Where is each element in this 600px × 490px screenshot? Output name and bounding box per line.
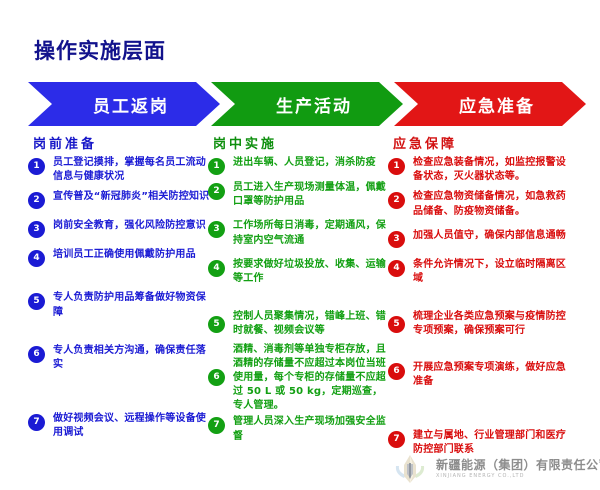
- item-text: 专人负责防护用品筹备做好物资保障: [53, 292, 206, 318]
- company-name-cn: 新疆能源（集团）有限责任公司: [436, 457, 600, 472]
- company-name-en: XINJIANG ENERGY CO.,LTD: [436, 472, 525, 479]
- item-number-badge: 5: [208, 315, 225, 333]
- item-number-badge: 7: [208, 417, 225, 435]
- company-logo-icon: [392, 452, 428, 486]
- process-banner: 员工返岗 生产活动 应急准备: [28, 82, 574, 126]
- list-item[interactable]: 7 管理人员深入生产现场加强安全监督: [208, 415, 390, 443]
- item-number-badge: 1: [28, 158, 45, 175]
- process-step-1-label: 员工返岗: [93, 96, 169, 117]
- item-text: 条件允许情况下，设立临时隔离区域: [413, 258, 566, 284]
- item-number-badge: 2: [28, 192, 45, 210]
- item-text: 控制人员聚集情况，错峰上班、错时就餐、视频会议等: [233, 311, 386, 337]
- list-item[interactable]: 1 进出车辆、人员登记，消杀防疫: [208, 156, 390, 175]
- list-item[interactable]: 3 加强人员值守，确保内部信息通畅: [388, 229, 570, 248]
- item-number-badge: 1: [208, 158, 225, 175]
- column-on-duty: 1 进出车辆、人员登记，消杀防疫 2 员工进入生产现场测量体温，佩戴口罩等防护用…: [208, 156, 390, 450]
- item-number-badge: 6: [28, 345, 45, 363]
- item-text: 按要求做好垃圾投放、收集、运输等工作: [233, 258, 386, 284]
- item-number-badge: 3: [208, 221, 225, 239]
- item-text: 员工登记摸排，掌握每名员工流动信息与健康状况: [53, 157, 206, 183]
- footer-logo: 新疆能源（集团）有限责任公司 XINJIANG ENERGY CO.,LTD: [392, 452, 600, 486]
- item-text: 员工进入生产现场测量体温，佩戴口罩等防护用品: [233, 182, 386, 208]
- item-text: 检查应急物资储备情况，如急救药品储备、防疫物资储备。: [413, 191, 566, 217]
- item-text: 开展应急预案专项演练，做好应急准备: [413, 361, 566, 387]
- item-text: 管理人员深入生产现场加强安全监督: [233, 416, 386, 442]
- list-item[interactable]: 6 开展应急预案专项演练，做好应急准备: [388, 361, 570, 389]
- item-text: 工作场所每日消毒，定期通风，保持室内空气流通: [233, 220, 386, 246]
- item-number-badge: 5: [388, 315, 405, 333]
- column-heading-pre-duty: 岗前准备: [33, 137, 98, 152]
- process-step-2[interactable]: 生产活动: [211, 82, 403, 126]
- item-text: 做好视频会议、远程操作等设备使用调试: [53, 413, 206, 439]
- item-text: 岗前安全教育，强化风险防控意识: [53, 220, 206, 232]
- list-item[interactable]: 1 员工登记摸排，掌握每名员工流动信息与健康状况: [28, 156, 210, 184]
- process-step-1[interactable]: 员工返岗: [28, 82, 220, 126]
- list-item[interactable]: 2 宣传普及“新冠肺炎”相关防控知识: [28, 190, 210, 210]
- column-emergency: 1 检查应急装备情况，如监控报警设备状态，灭火器状态等。 2 检查应急物资储备情…: [388, 156, 570, 463]
- item-number-badge: 5: [28, 293, 45, 311]
- list-item[interactable]: 7 建立与属地、行业管理部门和医疗防控部门联系: [388, 429, 570, 457]
- item-text: 建立与属地、行业管理部门和医疗防控部门联系: [413, 429, 566, 456]
- process-step-2-label: 生产活动: [276, 96, 352, 117]
- item-number-badge: 7: [388, 430, 405, 448]
- company-name-block: 新疆能源（集团）有限责任公司 XINJIANG ENERGY CO.,LTD: [436, 457, 600, 480]
- item-number-badge: 2: [208, 183, 225, 200]
- item-text: 专人负责相关方沟通，确保责任落实: [53, 344, 206, 370]
- item-number-badge: 7: [28, 414, 45, 432]
- list-item[interactable]: 5 控制人员聚集情况，错峰上班、错时就餐、视频会议等: [208, 310, 390, 338]
- item-number-badge: 4: [388, 259, 405, 277]
- list-item[interactable]: 2 检查应急物资储备情况，如急救药品储备、防疫物资储备。: [388, 190, 570, 218]
- item-text: 培训员工正确使用佩戴防护用品: [53, 249, 196, 261]
- item-number-badge: 3: [28, 221, 45, 239]
- list-item[interactable]: 6 专人负责相关方沟通，确保责任落实: [28, 344, 210, 372]
- list-item[interactable]: 4 条件允许情况下，设立临时隔离区域: [388, 258, 570, 286]
- item-number-badge: 4: [28, 250, 45, 268]
- column-pre-duty: 1 员工登记摸排，掌握每名员工流动信息与健康状况 2 宣传普及“新冠肺炎”相关防…: [28, 156, 210, 447]
- item-number-badge: 3: [388, 230, 405, 248]
- item-text: 加强人员值守，确保内部信息通畅: [413, 229, 566, 241]
- list-item[interactable]: 7 做好视频会议、远程操作等设备使用调试: [28, 412, 210, 440]
- process-step-3-label: 应急准备: [459, 96, 535, 117]
- item-text: 进出车辆、人员登记，消杀防疫: [233, 157, 376, 168]
- item-text: 酒精、消毒剂等单独专柜存放，且酒精的存储量不应超过本岗位当班使用量，每个专柜的存…: [233, 343, 386, 412]
- item-number-badge: 4: [208, 259, 225, 277]
- column-heading-emergency: 应急保障: [393, 137, 458, 152]
- item-number-badge: 2: [388, 192, 405, 210]
- item-number-badge: 1: [388, 158, 405, 175]
- list-item[interactable]: 1 检查应急装备情况，如监控报警设备状态，灭火器状态等。: [388, 156, 570, 184]
- list-item[interactable]: 5 专人负责防护用品筹备做好物资保障: [28, 291, 210, 319]
- item-number-badge: 6: [208, 369, 225, 387]
- list-item[interactable]: 4 按要求做好垃圾投放、收集、运输等工作: [208, 258, 390, 286]
- list-item[interactable]: 4 培训员工正确使用佩戴防护用品: [28, 248, 210, 268]
- list-item[interactable]: 2 员工进入生产现场测量体温，佩戴口罩等防护用品: [208, 181, 390, 209]
- item-text: 宣传普及“新冠肺炎”相关防控知识: [53, 191, 210, 203]
- process-step-3[interactable]: 应急准备: [394, 82, 586, 126]
- item-number-badge: 6: [388, 362, 405, 380]
- column-heading-on-duty: 岗中实施: [213, 137, 278, 152]
- list-item[interactable]: 6 酒精、消毒剂等单独专柜存放，且酒精的存储量不应超过本岗位当班使用量，每个专柜…: [208, 343, 390, 414]
- item-text: 检查应急装备情况，如监控报警设备状态，灭火器状态等。: [413, 157, 566, 183]
- page-title: 操作实施层面: [34, 39, 166, 63]
- list-item[interactable]: 3 岗前安全教育，强化风险防控意识: [28, 219, 210, 239]
- list-item[interactable]: 3 工作场所每日消毒，定期通风，保持室内空气流通: [208, 219, 390, 247]
- item-text: 梳理企业各类应急预案与疫情防控专项预案，确保预案可行: [413, 311, 566, 337]
- list-item[interactable]: 5 梳理企业各类应急预案与疫情防控专项预案，确保预案可行: [388, 310, 570, 338]
